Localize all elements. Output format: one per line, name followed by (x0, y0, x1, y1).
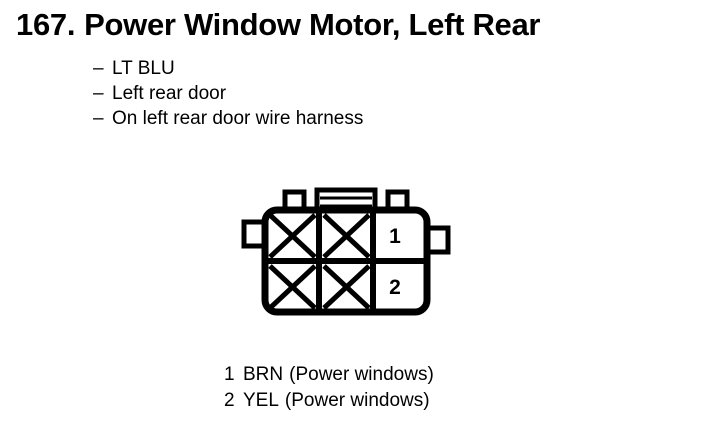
legend-circuit-name: (Power windows) (284, 390, 430, 411)
description-item: – LT BLU (93, 56, 363, 81)
connector-svg: 1 2 (241, 187, 451, 316)
description-item-label: LT BLU (112, 58, 175, 79)
legend-row: 1 BRN (Power windows) (224, 362, 434, 388)
connector-diagram: 1 2 (232, 182, 462, 322)
page-title-number: 167. (16, 7, 76, 42)
legend-pin-number: 2 (224, 390, 235, 411)
page-title-text: Power Window Motor, Left Rear (84, 7, 541, 42)
dash-marker-icon: – (93, 58, 104, 79)
description-item: – On left rear door wire harness (93, 106, 363, 131)
pin-legend: 1 BRN (Power windows) 2 YEL (Power windo… (224, 362, 434, 414)
connector-cavity-2-label: 2 (389, 276, 401, 299)
dash-marker-icon: – (93, 83, 104, 104)
legend-wire-color: BRN (243, 364, 284, 385)
description-item-label: On left rear door wire harness (112, 108, 364, 129)
connector-blocked-cavity (322, 264, 371, 310)
description-item-label: Left rear door (112, 83, 227, 104)
connector-blocked-cavity (268, 213, 317, 259)
connector-cavity-1-label: 1 (389, 225, 401, 248)
legend-pin-number: 1 (224, 364, 235, 385)
description-item: – Left rear door (93, 81, 363, 106)
connector-blocked-cavity (322, 213, 371, 259)
legend-wire-color: YEL (243, 390, 279, 411)
legend-circuit-name: (Power windows) (289, 364, 434, 385)
page-title: 167.Power Window Motor, Left Rear (16, 6, 540, 44)
description-list: – LT BLU – Left rear door – On left rear… (93, 56, 363, 131)
legend-row: 2 YEL (Power windows) (224, 388, 434, 414)
dash-marker-icon: – (93, 108, 104, 129)
connector-blocked-cavity (268, 264, 317, 310)
